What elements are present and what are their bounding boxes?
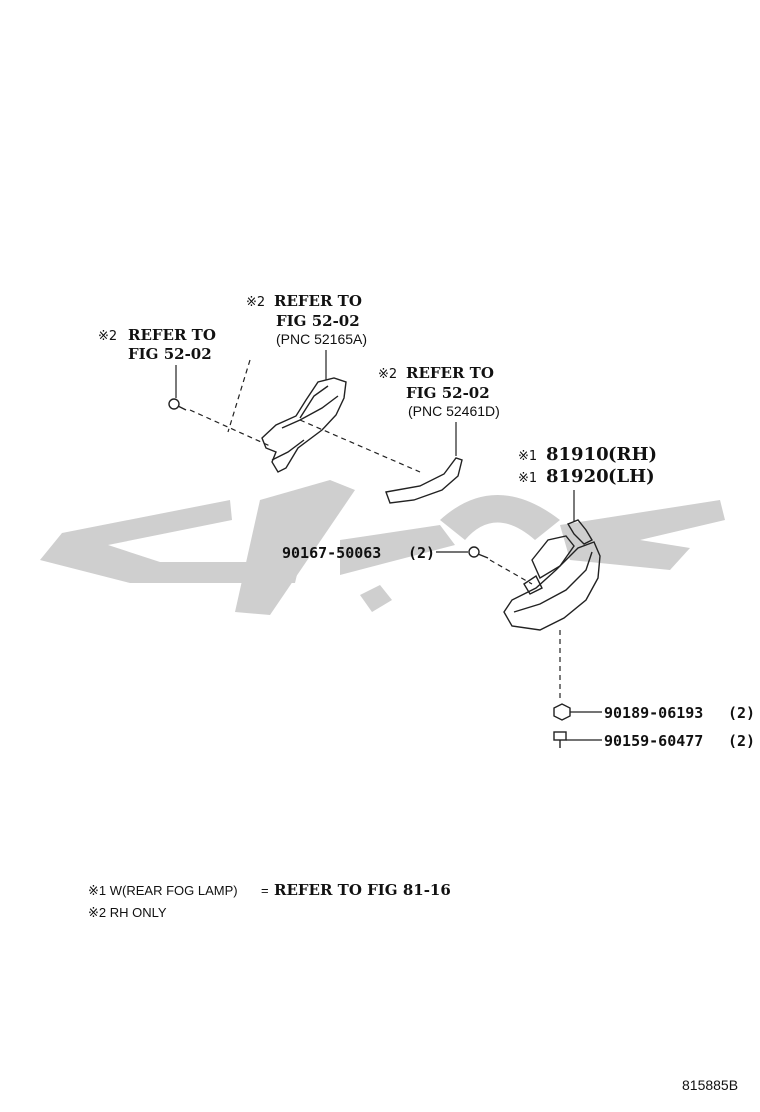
nut-qty: (2) bbox=[728, 704, 755, 722]
lamp-lh-side: (LH) bbox=[608, 466, 655, 487]
nut-part-number[interactable]: 90189-06193 bbox=[604, 704, 703, 722]
screw-qty: (2) bbox=[408, 544, 435, 562]
refer-left-line1: REFER TO bbox=[128, 326, 216, 344]
assembly-dashed-lines bbox=[189, 359, 561, 702]
bolt-part-number[interactable]: 90159-60477 bbox=[604, 732, 703, 750]
upper-bracket-part[interactable] bbox=[261, 377, 347, 473]
refer-mid-mark: ※2 bbox=[378, 367, 397, 382]
refer-top-line1: REFER TO bbox=[274, 292, 362, 310]
refer-top-line2: FIG 52-02 bbox=[276, 312, 360, 330]
figure-code: 815885B bbox=[682, 1077, 738, 1093]
screw-part-number[interactable]: 90167-50063 bbox=[282, 544, 381, 562]
leader-lines bbox=[175, 350, 602, 741]
note-1-reference[interactable]: REFER TO FIG 81-16 bbox=[274, 881, 451, 899]
lamp-rh-side: (RH) bbox=[608, 444, 657, 465]
refer-mid-line2: FIG 52-02 bbox=[406, 384, 490, 402]
refer-mid-line3: (PNC 52461D) bbox=[408, 403, 500, 419]
molding-strip-part[interactable] bbox=[385, 457, 463, 504]
bolt-qty: (2) bbox=[728, 732, 755, 750]
lamp-rh-number[interactable]: 81910 bbox=[546, 444, 609, 465]
note-2: ※2 RH ONLY bbox=[88, 905, 167, 920]
screw-icon[interactable] bbox=[468, 546, 489, 559]
refer-left-mark: ※2 bbox=[98, 329, 117, 344]
rear-lamp-assembly[interactable] bbox=[503, 519, 601, 631]
bolt-icon[interactable] bbox=[553, 731, 567, 748]
nut-icon[interactable] bbox=[553, 703, 571, 721]
note-1-separator: = bbox=[261, 883, 269, 898]
refer-mid-line1: REFER TO bbox=[406, 364, 494, 382]
bracket-screw-icon[interactable] bbox=[168, 398, 187, 411]
refer-top-mark: ※2 bbox=[246, 295, 265, 310]
watermark-logo bbox=[40, 480, 725, 615]
lamp-lh-number[interactable]: 81920 bbox=[546, 466, 609, 487]
lamp-rh-mark: ※1 bbox=[518, 449, 537, 464]
note-1-prefix: ※1 W(REAR FOG LAMP) bbox=[88, 883, 238, 898]
refer-left-line2: FIG 52-02 bbox=[128, 345, 212, 363]
lamp-lh-mark: ※1 bbox=[518, 471, 537, 486]
refer-top-line3: (PNC 52165A) bbox=[276, 331, 367, 347]
